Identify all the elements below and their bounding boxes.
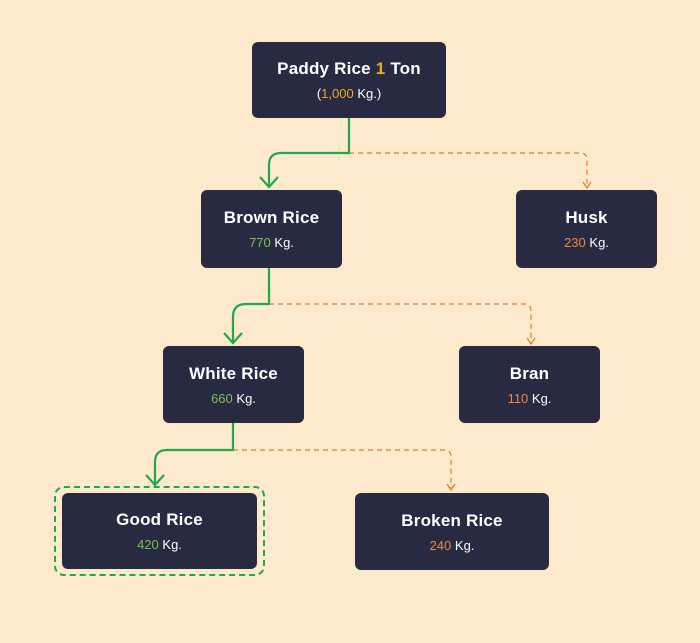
main-path-white-to-good-rice <box>153 423 235 484</box>
node-white-rice-weight: 660 Kg. <box>211 391 256 406</box>
bran-weight-unit: Kg. <box>528 390 552 406</box>
paddy-rice-title-number: 1 <box>375 59 386 78</box>
node-bran-title: Bran <box>509 363 550 383</box>
good-rice-weight-value: 420 <box>137 537 159 552</box>
node-white-rice: White Rice 660 Kg. <box>163 346 304 423</box>
node-paddy-rice-title: Paddy Rice 1 Ton <box>277 59 421 79</box>
arrowhead-husk <box>582 181 592 190</box>
node-broken-rice-weight: 240 Kg. <box>430 538 475 553</box>
node-broken-rice-title: Broken Rice <box>401 510 503 530</box>
husk-weight-unit: Kg. <box>585 235 609 250</box>
node-good-rice: Good Rice 420 Kg. <box>62 493 257 569</box>
byproduct-path-bran <box>269 303 532 342</box>
brown-rice-weight-value: 770 <box>249 235 271 250</box>
node-good-rice-weight: 420 Kg. <box>137 537 182 552</box>
paddy-rice-weight-value: 1,000 <box>321 86 354 101</box>
arrowhead-broken-rice <box>446 483 456 492</box>
paddy-rice-weight-open: ( <box>316 86 322 101</box>
good-rice-highlight-frame <box>54 486 265 576</box>
node-husk-weight: 230 Kg. <box>564 235 609 250</box>
paddy-rice-weight-unit: Kg.) <box>353 86 382 101</box>
paddy-rice-title-suffix: Ton <box>385 59 421 78</box>
arrowhead-good-rice <box>145 474 165 487</box>
byproduct-path-broken-rice <box>233 449 452 488</box>
arrowhead-brown-rice <box>259 176 279 189</box>
node-husk: Husk 230 Kg. <box>516 190 657 268</box>
node-broken-rice: Broken Rice 240 Kg. <box>355 493 549 570</box>
node-good-rice-title: Good Rice <box>116 510 203 529</box>
white-rice-weight-value: 660 <box>211 390 233 406</box>
arrowhead-bran <box>526 337 536 346</box>
node-brown-rice: Brown Rice 770 Kg. <box>201 190 342 268</box>
byproduct-path-husk <box>349 152 588 186</box>
node-bran-weight: 110 Kg. <box>508 391 552 406</box>
node-paddy-rice-weight: (1,000 Kg.) <box>317 86 381 101</box>
node-brown-rice-weight: 770 Kg. <box>249 235 294 250</box>
node-brown-rice-title: Brown Rice <box>223 208 320 227</box>
good-rice-weight-unit: Kg. <box>158 537 182 552</box>
node-white-rice-title: White Rice <box>189 363 278 383</box>
broken-rice-weight-value: 240 <box>429 537 452 553</box>
node-husk-title: Husk <box>565 208 608 227</box>
main-path-root-to-brown-rice <box>267 118 351 186</box>
bran-weight-value: 110 <box>507 390 529 406</box>
brown-rice-weight-unit: Kg. <box>270 235 294 250</box>
node-paddy-rice: Paddy Rice 1 Ton (1,000 Kg.) <box>252 42 446 118</box>
husk-weight-value: 230 <box>564 235 586 250</box>
white-rice-weight-unit: Kg. <box>232 390 256 406</box>
node-bran: Bran 110 Kg. <box>459 346 600 423</box>
broken-rice-weight-unit: Kg. <box>451 537 475 553</box>
arrowhead-white-rice <box>223 332 243 345</box>
paddy-rice-title-prefix: Paddy Rice <box>277 59 376 78</box>
main-path-brown-to-white-rice <box>231 268 271 342</box>
